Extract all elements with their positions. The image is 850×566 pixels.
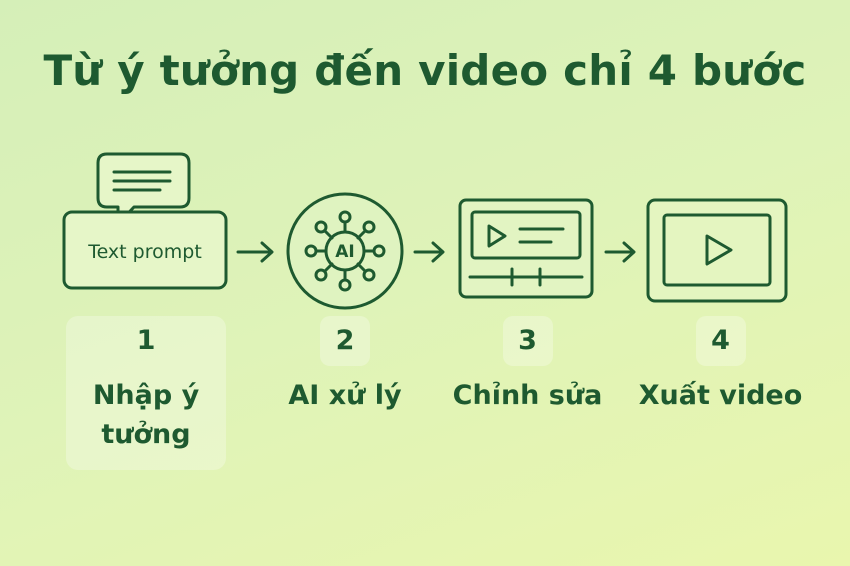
step-label: Chỉnh sửa bbox=[452, 380, 603, 411]
page-title: Từ ý tưởng đến video chỉ 4 bước bbox=[43, 46, 807, 95]
step-4: 4 Xuất video bbox=[628, 316, 813, 415]
ai-network-icon bbox=[286, 192, 404, 310]
step-2: 2 AI xử lý bbox=[270, 316, 420, 415]
video-editor-icon bbox=[458, 198, 594, 299]
step-1: 1 Nhập ý tưởng bbox=[66, 316, 226, 454]
step-label: AI xử lý bbox=[288, 380, 402, 411]
video-player-icon bbox=[646, 198, 788, 303]
step-1-card bbox=[66, 316, 226, 470]
arrow-right-icon bbox=[236, 241, 274, 263]
arrow-right-icon bbox=[413, 241, 445, 263]
step-number: 2 bbox=[320, 316, 370, 366]
ai-icon-label: AI bbox=[335, 242, 354, 262]
arrow-right-icon bbox=[604, 241, 636, 263]
step-label: Xuất video bbox=[638, 380, 803, 411]
step-label: Nhập ý tưởng bbox=[92, 380, 200, 450]
step-3: 3 Chỉnh sửa bbox=[440, 316, 615, 415]
text-prompt-label: Text prompt bbox=[87, 241, 202, 263]
text-prompt-icon bbox=[62, 152, 228, 290]
step-number: 3 bbox=[502, 316, 553, 366]
step-number: 1 bbox=[136, 325, 156, 356]
step-number: 4 bbox=[695, 316, 746, 366]
